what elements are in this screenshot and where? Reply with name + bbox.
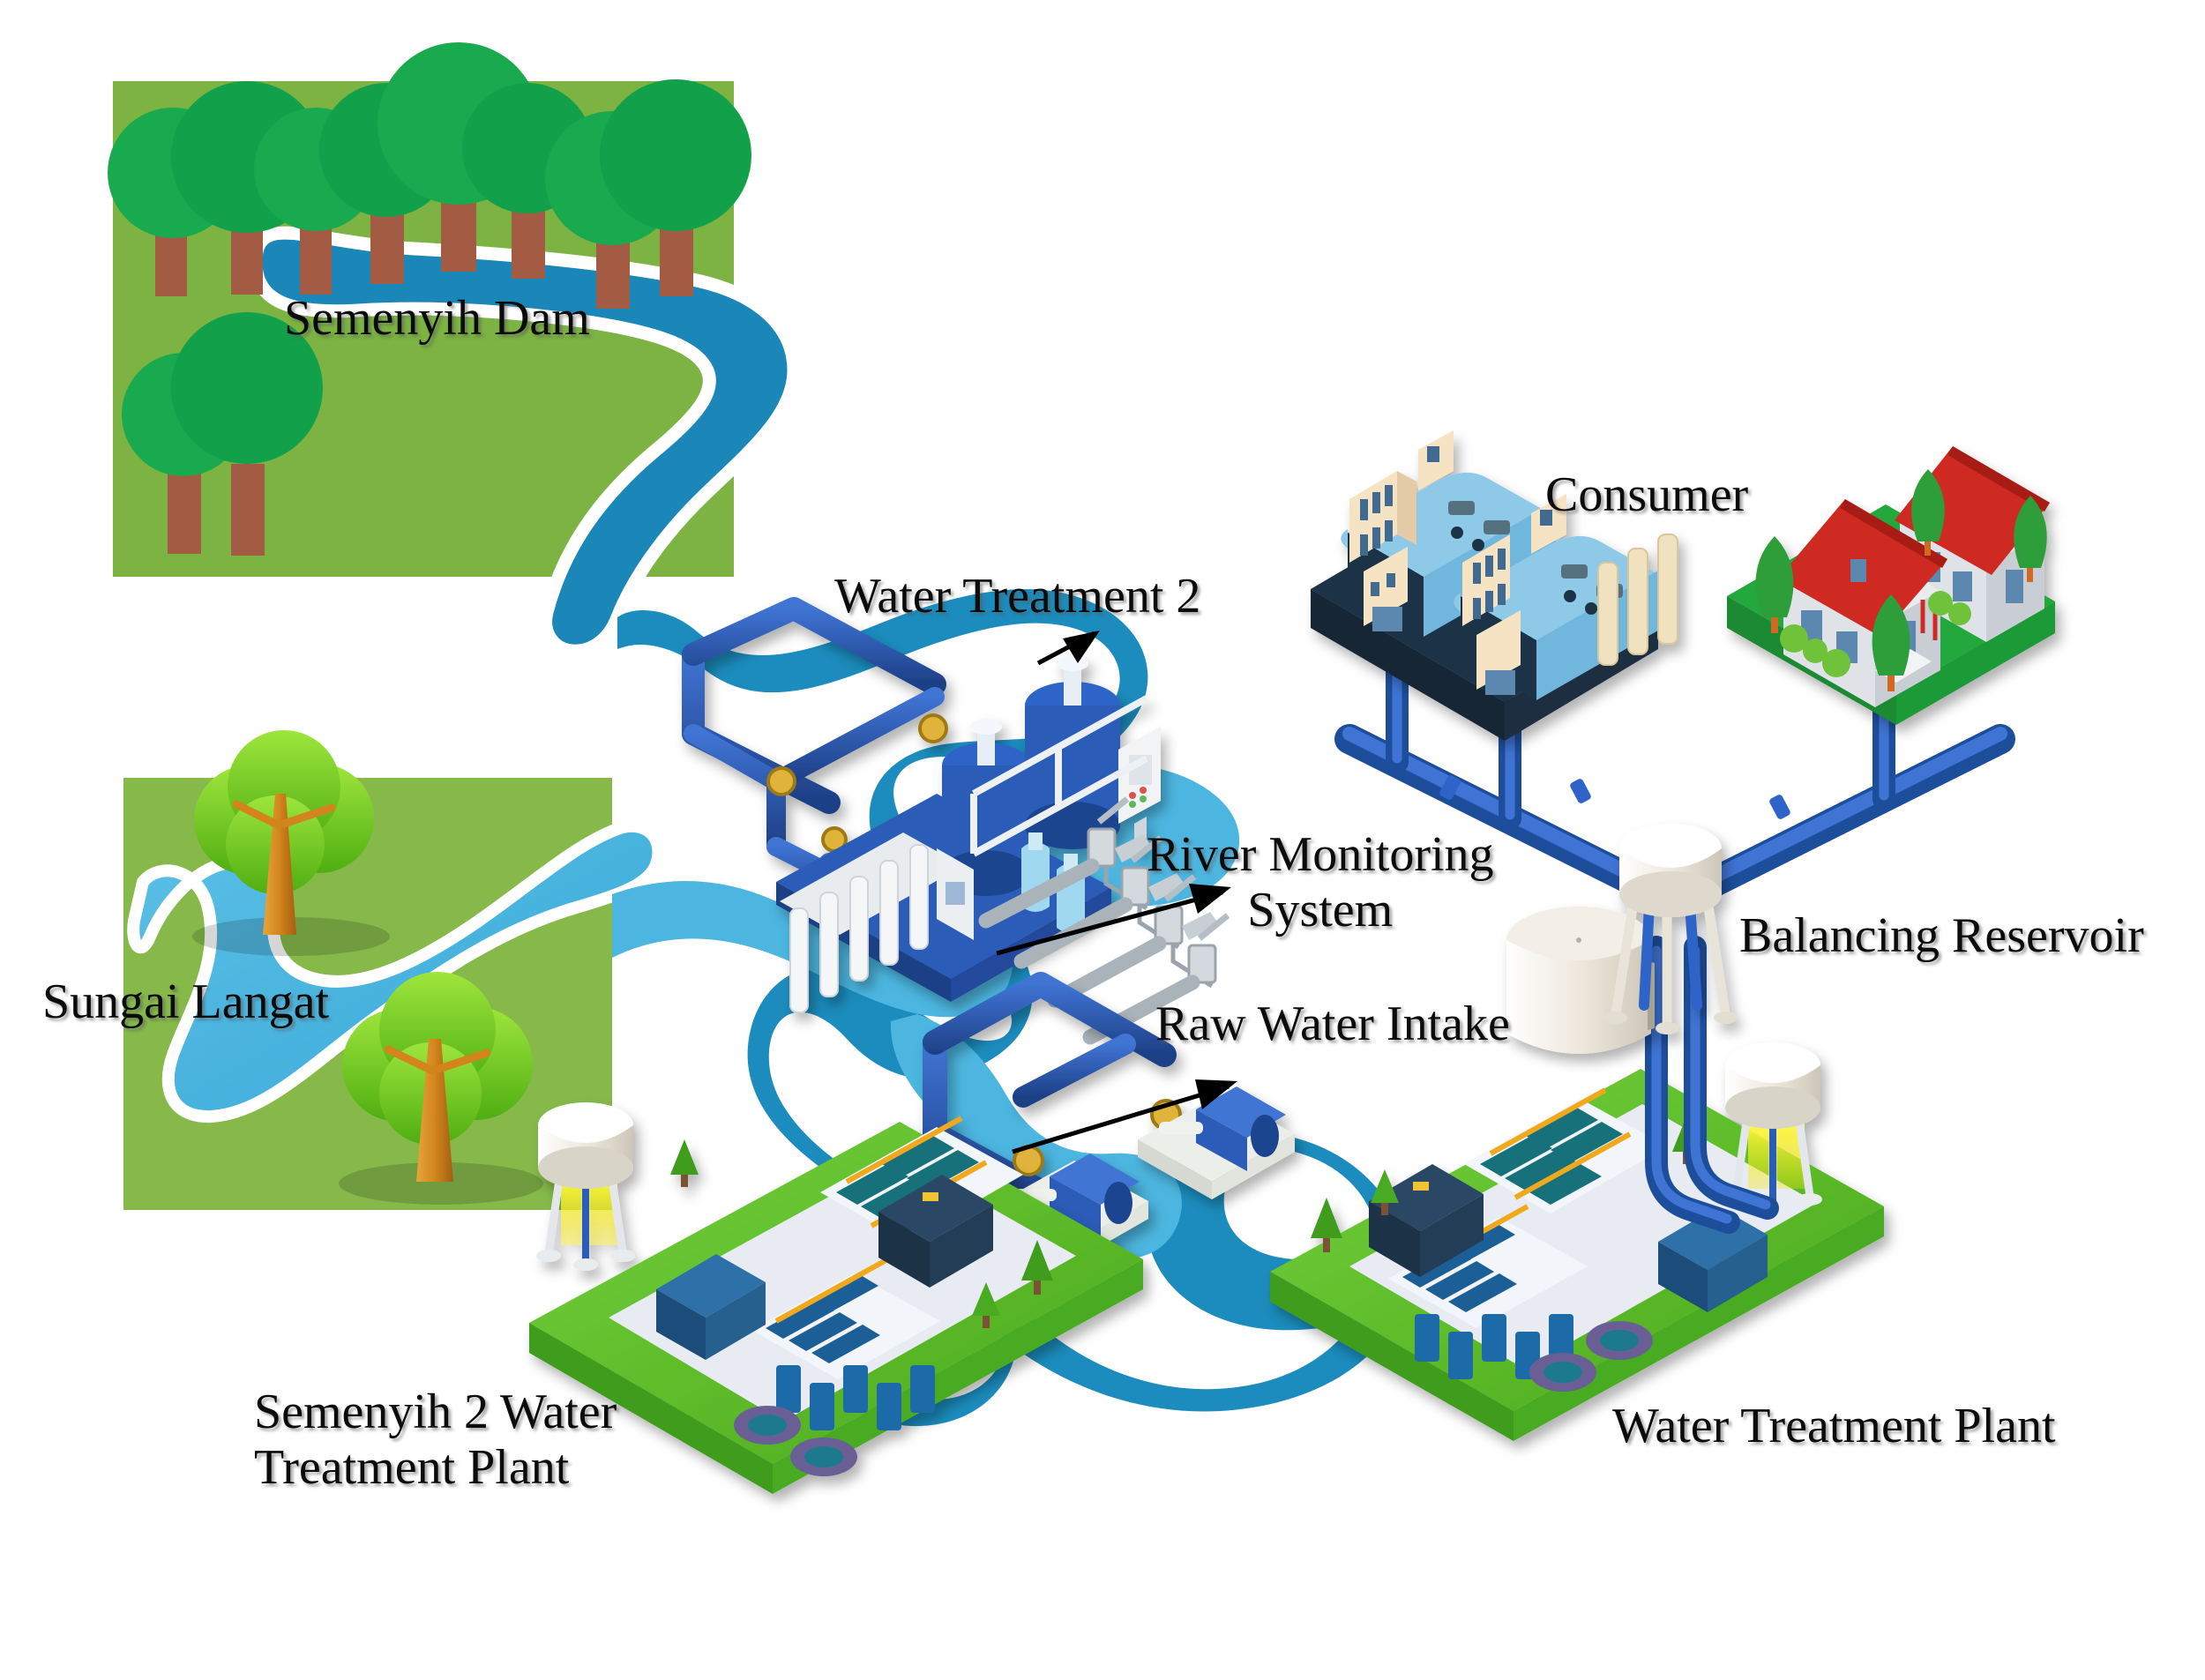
semenyih-2-water-tower <box>536 1102 635 1271</box>
plant-building-b <box>656 1254 766 1360</box>
annotation-arrowheads <box>1063 631 1237 1109</box>
balancing-reservoir <box>1506 824 1737 1054</box>
arrow-raw-water-intake-line <box>1012 1084 1230 1154</box>
label-river-monitoring-system: River Monitoring System <box>1147 827 1494 937</box>
membrane-rack <box>780 833 974 1013</box>
label-water-treatment-plant: Water Treatment Plant <box>1612 1399 2056 1453</box>
sensor-probe-group <box>1087 796 1230 984</box>
plant-water-tower <box>1723 1042 1822 1214</box>
sungai-langat-plot <box>123 730 665 1210</box>
garden-plant-group <box>1755 469 2047 691</box>
pump-unit-2 <box>1138 1086 1295 1199</box>
valve-wheel-group <box>766 713 948 853</box>
elevated-reservoir-tower <box>1604 824 1737 1034</box>
plant-building-a <box>878 1175 993 1288</box>
raw-water-intake <box>923 972 1295 1266</box>
label-sungai-langat: Sungai Langat <box>42 974 330 1029</box>
label-water-treatment-2: Water Treatment 2 <box>834 569 1201 623</box>
water-treatment-2-facility <box>682 597 1161 1013</box>
tree-detail-2 <box>339 972 543 1205</box>
label-raw-water-intake: Raw Water Intake <box>1155 997 1510 1051</box>
tree-flat-group <box>108 42 751 556</box>
river-monitoring-sensors <box>978 796 1230 1045</box>
label-balancing-reservoir: Balancing Reservoir <box>1739 908 2144 963</box>
water-treatment-plant <box>1270 1042 1884 1441</box>
consumer-industrial-block <box>1311 430 1678 741</box>
label-consumer: Consumer <box>1545 467 1749 522</box>
consumer-residential-block <box>1727 446 2055 725</box>
plant-building-c <box>1369 1164 1484 1277</box>
label-semenyih-dam: Semenyih Dam <box>284 291 590 346</box>
label-semenyih-2-water-treatment-plant: Semenyih 2 Water Treatment Plant <box>254 1385 617 1495</box>
semenyih-2-plant <box>529 1102 1143 1494</box>
smokestack-group <box>1597 534 1678 666</box>
arrow-river-monitoring-line <box>996 890 1223 956</box>
tree-detail-1 <box>192 730 390 956</box>
semenyih-dam-plot <box>108 42 801 658</box>
ground-storage-tank <box>1506 907 1655 1054</box>
